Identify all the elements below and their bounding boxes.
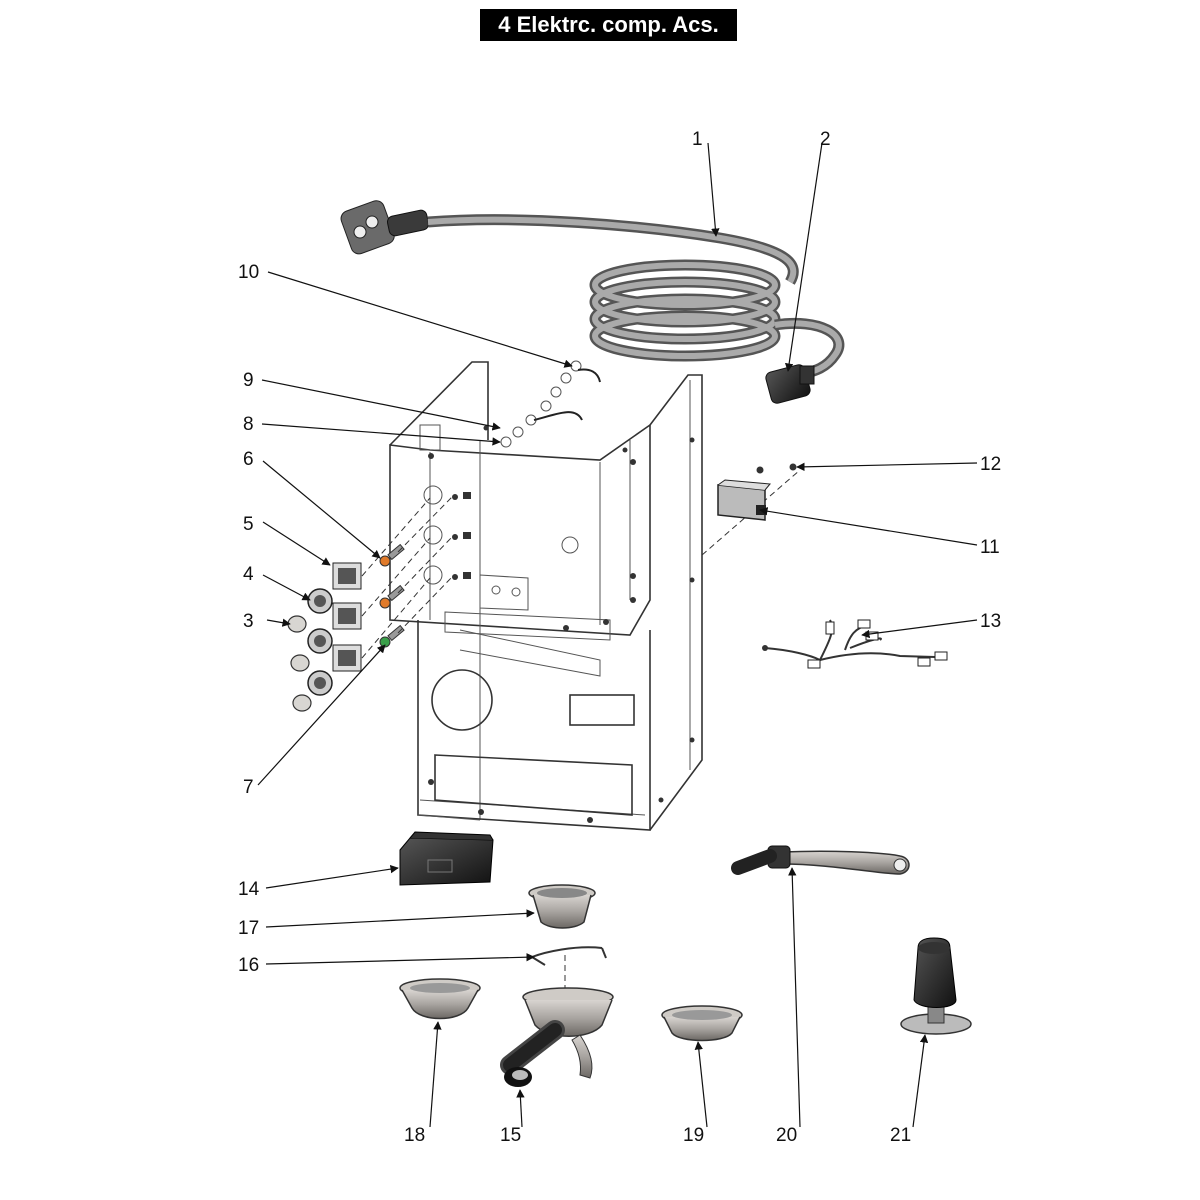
filter-basket-icon: [528, 884, 596, 929]
callout-1: 1: [692, 129, 703, 150]
callout-13: 13: [980, 611, 1001, 632]
ground-wire-set: [500, 360, 601, 448]
filter-basket-icon: [661, 1005, 743, 1042]
cable-gland-icon: [765, 364, 815, 404]
callout-15: 15: [500, 1125, 521, 1146]
callout-7: 7: [243, 777, 254, 798]
callout-3: 3: [243, 611, 254, 632]
callout-11: 11: [980, 537, 1000, 558]
diagram-title: 4 Elektrc. comp. Acs.: [480, 9, 737, 41]
callout-17: 17: [238, 918, 259, 939]
callout-6: 6: [243, 449, 254, 470]
callout-10: 10: [238, 262, 259, 283]
callout-16: 16: [238, 955, 259, 976]
power-cord: [340, 200, 845, 381]
callout-19: 19: [683, 1125, 704, 1146]
callout-12: 12: [980, 454, 1001, 475]
steam-lever-icon: [731, 845, 910, 875]
power-plug-icon: [340, 200, 430, 255]
callout-18: 18: [404, 1125, 425, 1146]
callout-21: 21: [890, 1125, 911, 1146]
machine-frame: [389, 361, 703, 831]
callout-14: 14: [238, 879, 260, 900]
callout-9: 9: [243, 370, 254, 391]
spring-clip: [531, 946, 607, 966]
pcb-icon: [717, 463, 797, 521]
callout-20: 20: [776, 1125, 797, 1146]
filter-basket-icon: [399, 978, 481, 1020]
display-icon: [399, 831, 494, 886]
switch-group: [287, 562, 362, 712]
callout-4: 4: [243, 564, 254, 585]
callout-5: 5: [243, 514, 254, 535]
tamper-icon: [900, 937, 972, 1035]
portafilter-icon: [500, 987, 614, 1087]
callout-8: 8: [243, 414, 254, 435]
indicator-light-icon: [379, 543, 405, 648]
wiring-harness-icon: [762, 619, 948, 669]
callout-2: 2: [820, 129, 831, 150]
switch-icon: [332, 562, 362, 672]
